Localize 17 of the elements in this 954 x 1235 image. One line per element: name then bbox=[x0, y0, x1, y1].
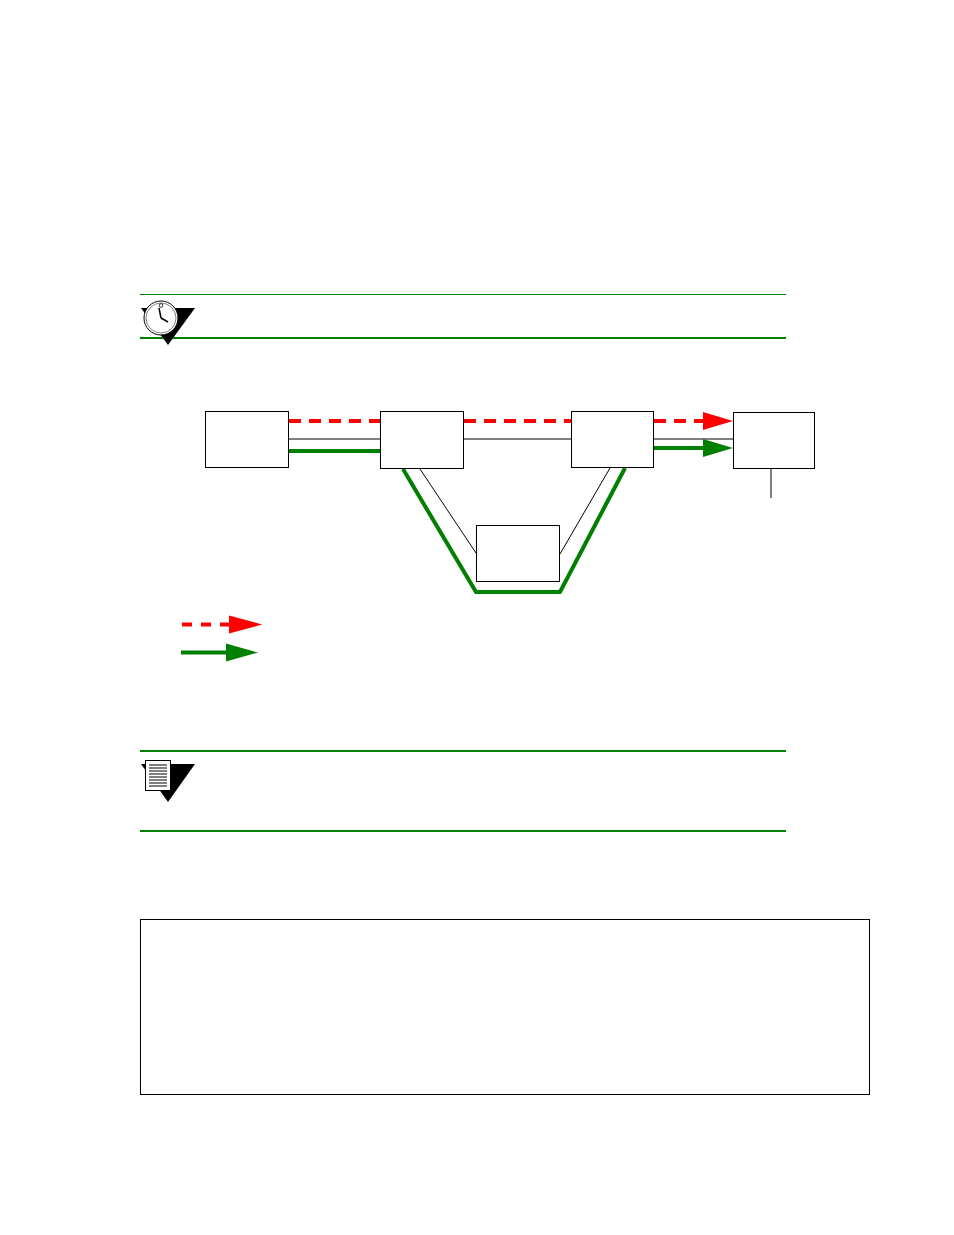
connector-line bbox=[288, 438, 381, 440]
node-box bbox=[380, 411, 464, 469]
connector-line bbox=[419, 468, 477, 554]
dashed-connector-line bbox=[289, 419, 380, 423]
node-box bbox=[733, 412, 815, 469]
thick-connector-line bbox=[289, 449, 380, 453]
dashed-connector-line bbox=[464, 419, 571, 423]
stub-line bbox=[770, 468, 772, 499]
dashed-arrow bbox=[654, 412, 733, 430]
node-box bbox=[205, 411, 289, 468]
connector-line bbox=[463, 438, 572, 440]
node-box bbox=[476, 525, 560, 582]
connector-line bbox=[653, 438, 734, 440]
node-box bbox=[571, 411, 654, 468]
thick-arrow bbox=[654, 439, 733, 457]
connector-line bbox=[559, 467, 611, 555]
thick-connector-line bbox=[401, 467, 627, 594]
